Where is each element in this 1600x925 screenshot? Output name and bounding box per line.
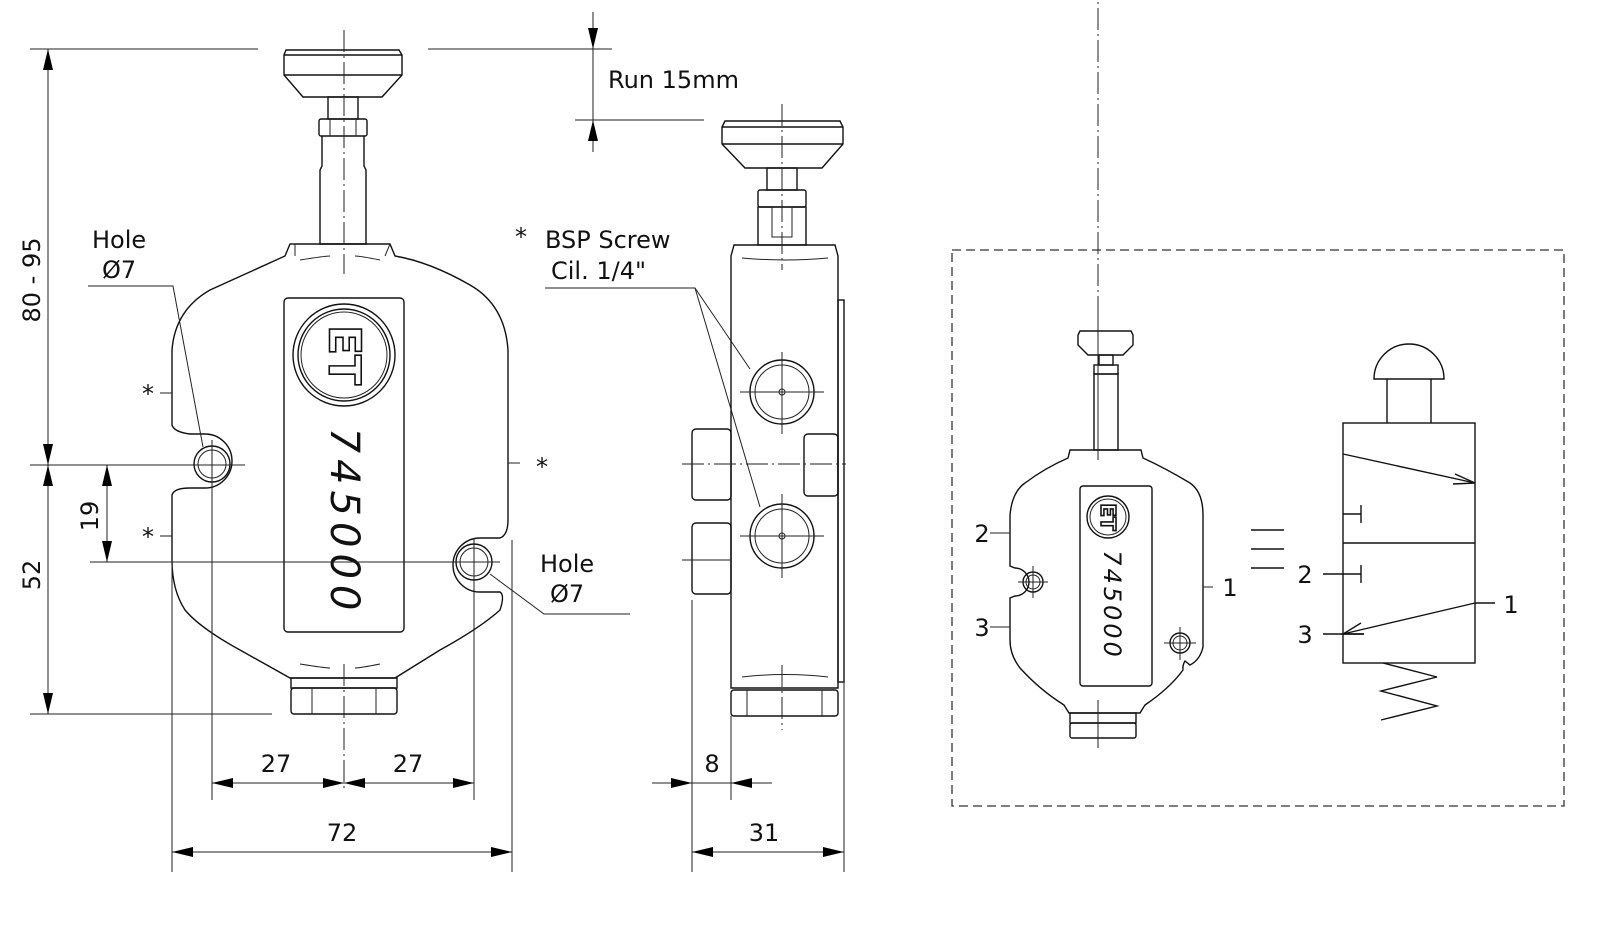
hole-label-top-line1: Hole [92, 226, 146, 254]
dim-hole-right: 27 [393, 750, 424, 778]
port-marker-3: * [536, 453, 548, 481]
push-knob [283, 49, 403, 245]
dim-side-offset: 8 [704, 750, 719, 778]
logo-text: ET [319, 325, 370, 385]
port-marker-1: * [142, 380, 154, 408]
mini-part-number: 745000 [1098, 550, 1126, 660]
et-logo: ET [292, 303, 396, 407]
dim-height-range: 80 - 95 [18, 238, 46, 323]
hole-callout-top: Hole Ø7 [88, 226, 204, 448]
symbol-port-1: 1 [1503, 591, 1518, 619]
front-dimensions: 80 - 95 52 19 27 27 72 [18, 48, 513, 872]
run-label: Run 15mm [608, 66, 739, 94]
valve-symbol: 2 3 1 [1297, 343, 1519, 721]
mini-port-3: 3 [974, 614, 989, 642]
bsp-marker: * [515, 223, 527, 251]
mini-port-2: 2 [974, 520, 989, 548]
dim-hole-offset: 19 [76, 501, 104, 532]
hole-label-top-line2: Ø7 [102, 256, 136, 284]
dim-lower-height: 52 [18, 560, 46, 591]
mini-port-1: 1 [1222, 574, 1237, 602]
dim-total-width: 72 [327, 819, 358, 847]
front-view: ET 745000 * * * Hole Ø7 Ho [30, 30, 630, 800]
port-marker-2: * [142, 523, 154, 551]
bsp-label-line1: BSP Screw [545, 226, 671, 254]
dim-hole-left: 27 [261, 750, 292, 778]
equivalence-sign [1251, 529, 1284, 569]
dim-side-depth: 31 [749, 819, 780, 847]
schematic-panel: ET 745000 2 3 1 [951, 0, 1565, 807]
bsp-port-upper [740, 352, 824, 434]
run-dimension: Run 15mm [428, 12, 739, 152]
bsp-label-line2: Cil. 1/4" [551, 257, 646, 285]
mini-valve: ET 745000 2 3 1 [974, 0, 1238, 748]
hole-label-bottom-line2: Ø7 [550, 580, 584, 608]
symbol-port-2: 2 [1297, 561, 1312, 589]
bsp-port-lower [740, 494, 824, 578]
part-number: 745000 [321, 428, 367, 617]
hole-label-bottom-line1: Hole [540, 550, 594, 578]
symbol-port-3: 3 [1297, 621, 1312, 649]
label-plate [283, 297, 405, 633]
side-view: Run 15mm [428, 12, 846, 872]
mini-logo-text: ET [1096, 503, 1120, 531]
valve-body-outline [171, 243, 509, 679]
hole-callout-bottom: Hole Ø7 [489, 550, 630, 615]
